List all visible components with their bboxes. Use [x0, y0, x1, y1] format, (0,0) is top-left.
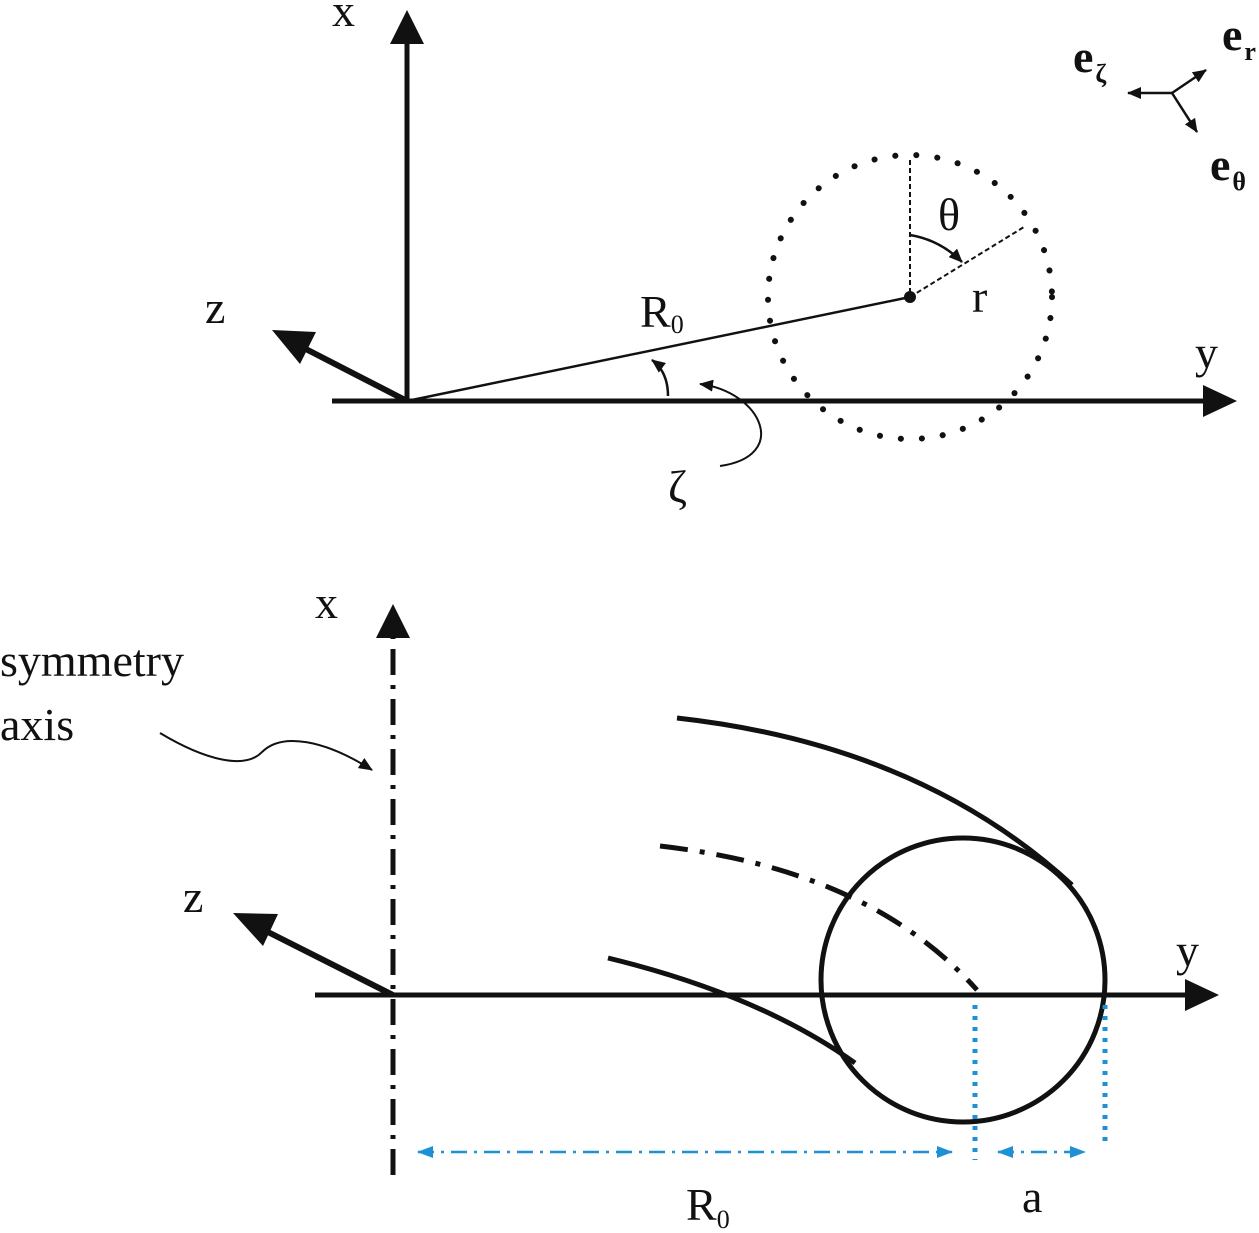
- bottom-x-label: x: [315, 577, 338, 628]
- symmetry-label-line2: axis: [0, 699, 74, 750]
- major-radius-subscript: 0: [671, 310, 684, 339]
- major-radius-label: R0: [640, 286, 684, 339]
- torus-inner-curve: [607, 955, 857, 1066]
- major-radius-symbol: R: [640, 286, 671, 337]
- torus-center-curve: [659, 843, 979, 992]
- top-z-axis: [298, 343, 409, 404]
- basis-e-zeta-label: eζ: [1073, 31, 1106, 88]
- zeta-pointer-arrow: [699, 379, 763, 467]
- minor-cross-section-circle: [765, 152, 1055, 442]
- bottom-z-label: z: [183, 871, 203, 922]
- cross-section-center-point: [904, 291, 916, 303]
- top-figure: x y z R0 θ r ζ eζ er eθ: [205, 0, 1256, 512]
- torus-cross-section-circle: [818, 835, 1108, 1125]
- basis-e-r-arrow: [1171, 68, 1207, 95]
- basis-e-theta-arrow: [1170, 92, 1199, 133]
- minor-radius-label: r: [972, 271, 987, 322]
- bottom-z-arrowhead: [233, 913, 278, 946]
- theta-label: θ: [938, 189, 960, 240]
- torus-outer-curve: [676, 715, 1074, 887]
- top-y-label: y: [1195, 327, 1218, 378]
- theta-arc-arrow: [909, 233, 963, 263]
- dimension-a-label: a: [1022, 1171, 1042, 1222]
- top-z-arrowhead: [272, 330, 316, 364]
- zeta-label: ζ: [668, 461, 687, 512]
- bottom-figure: x y z symmetry axis R0 a: [0, 577, 1219, 1233]
- symmetry-label-line1: symmetry: [0, 635, 184, 686]
- top-z-label: z: [205, 282, 225, 333]
- top-y-arrowhead: [1203, 385, 1237, 417]
- bottom-z-axis: [260, 926, 395, 998]
- bottom-x-arrowhead: [376, 604, 410, 638]
- top-x-label: x: [332, 0, 355, 36]
- basis-e-theta-label: eθ: [1210, 139, 1246, 196]
- top-x-arrowhead: [390, 10, 424, 44]
- major-radius-line: [406, 295, 911, 403]
- dimension-R0-label: R0: [686, 1179, 730, 1233]
- bottom-y-arrowhead: [1185, 979, 1219, 1011]
- zeta-arc-arrow: [651, 359, 670, 397]
- minor-radius-line: [909, 226, 1025, 298]
- symmetry-axis-pointer: [159, 732, 373, 771]
- basis-e-r-label: er: [1222, 9, 1256, 66]
- bottom-y-label: y: [1176, 925, 1199, 976]
